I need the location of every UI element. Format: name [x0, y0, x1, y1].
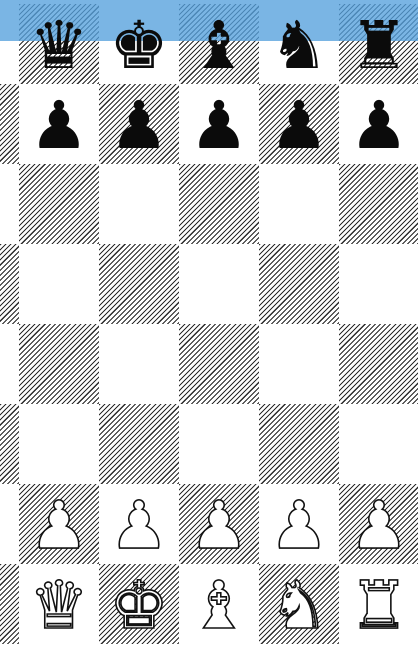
- board-square[interactable]: [179, 404, 259, 484]
- board-square[interactable]: ♞: [259, 4, 339, 84]
- board-square[interactable]: [339, 164, 418, 244]
- black-rook-icon[interactable]: ♜: [339, 4, 418, 84]
- board-square[interactable]: [99, 404, 179, 484]
- black-pawn-icon[interactable]: ♟: [179, 84, 259, 164]
- white-rook-icon[interactable]: ♜: [339, 564, 418, 644]
- board-square[interactable]: ♜: [339, 564, 418, 644]
- board-square[interactable]: [19, 404, 99, 484]
- black-pawn-icon[interactable]: ♟: [19, 84, 99, 164]
- board-square[interactable]: ♟: [179, 84, 259, 164]
- board-square[interactable]: ♟: [19, 484, 99, 564]
- board-square[interactable]: [99, 244, 179, 324]
- board-square[interactable]: [259, 244, 339, 324]
- board-square[interactable]: [259, 404, 339, 484]
- board-square[interactable]: [0, 564, 19, 644]
- board-square[interactable]: ♚: [99, 4, 179, 84]
- white-bishop-icon[interactable]: ♝: [179, 564, 259, 644]
- black-king-icon[interactable]: ♚: [99, 4, 179, 84]
- white-pawn-icon[interactable]: ♟: [179, 484, 259, 564]
- white-pawn-icon[interactable]: ♟: [339, 484, 418, 564]
- board-square[interactable]: [19, 244, 99, 324]
- black-pawn-icon[interactable]: ♟: [99, 84, 179, 164]
- white-king-icon[interactable]: ♚: [99, 564, 179, 644]
- board-square[interactable]: [0, 164, 19, 244]
- board-square[interactable]: [339, 244, 418, 324]
- white-pawn-icon[interactable]: ♟: [259, 484, 339, 564]
- white-knight-icon[interactable]: ♞: [259, 564, 339, 644]
- board-square[interactable]: [0, 244, 19, 324]
- board-square[interactable]: [179, 324, 259, 404]
- board-square[interactable]: ♝: [179, 4, 259, 84]
- board-square[interactable]: [0, 324, 19, 404]
- board-square[interactable]: ♟: [99, 484, 179, 564]
- black-knight-icon[interactable]: ♞: [259, 4, 339, 84]
- black-bishop-icon[interactable]: ♝: [179, 4, 259, 84]
- board-square[interactable]: [19, 164, 99, 244]
- board-square[interactable]: ♟: [339, 84, 418, 164]
- board-square[interactable]: [19, 324, 99, 404]
- board-square[interactable]: ♜: [339, 4, 418, 84]
- white-pawn-icon[interactable]: ♟: [99, 484, 179, 564]
- board-square[interactable]: [179, 244, 259, 324]
- board-square[interactable]: [339, 404, 418, 484]
- white-queen-icon[interactable]: ♛: [19, 564, 99, 644]
- board-square[interactable]: [0, 484, 19, 564]
- board-square[interactable]: ♟: [259, 484, 339, 564]
- board-square[interactable]: ♟: [19, 84, 99, 164]
- board-square[interactable]: [99, 164, 179, 244]
- board-square[interactable]: ♟: [259, 84, 339, 164]
- board-square[interactable]: [0, 84, 19, 164]
- board-square[interactable]: ♝: [179, 564, 259, 644]
- black-pawn-icon[interactable]: ♟: [259, 84, 339, 164]
- board-square[interactable]: ♟: [179, 484, 259, 564]
- board-square[interactable]: ♚: [99, 564, 179, 644]
- board-square[interactable]: [0, 4, 19, 84]
- board-square[interactable]: [179, 164, 259, 244]
- board-square[interactable]: [99, 324, 179, 404]
- board-square[interactable]: [259, 164, 339, 244]
- board-square[interactable]: [0, 404, 19, 484]
- board-square[interactable]: ♟: [99, 84, 179, 164]
- board-square[interactable]: ♞: [259, 564, 339, 644]
- board-square[interactable]: [339, 324, 418, 404]
- board-square[interactable]: ♛: [19, 564, 99, 644]
- board-square[interactable]: [259, 324, 339, 404]
- black-queen-icon[interactable]: ♛: [19, 4, 99, 84]
- board-square[interactable]: ♛: [19, 4, 99, 84]
- black-pawn-icon[interactable]: ♟: [339, 84, 418, 164]
- board-square[interactable]: ♟: [339, 484, 418, 564]
- white-pawn-icon[interactable]: ♟: [19, 484, 99, 564]
